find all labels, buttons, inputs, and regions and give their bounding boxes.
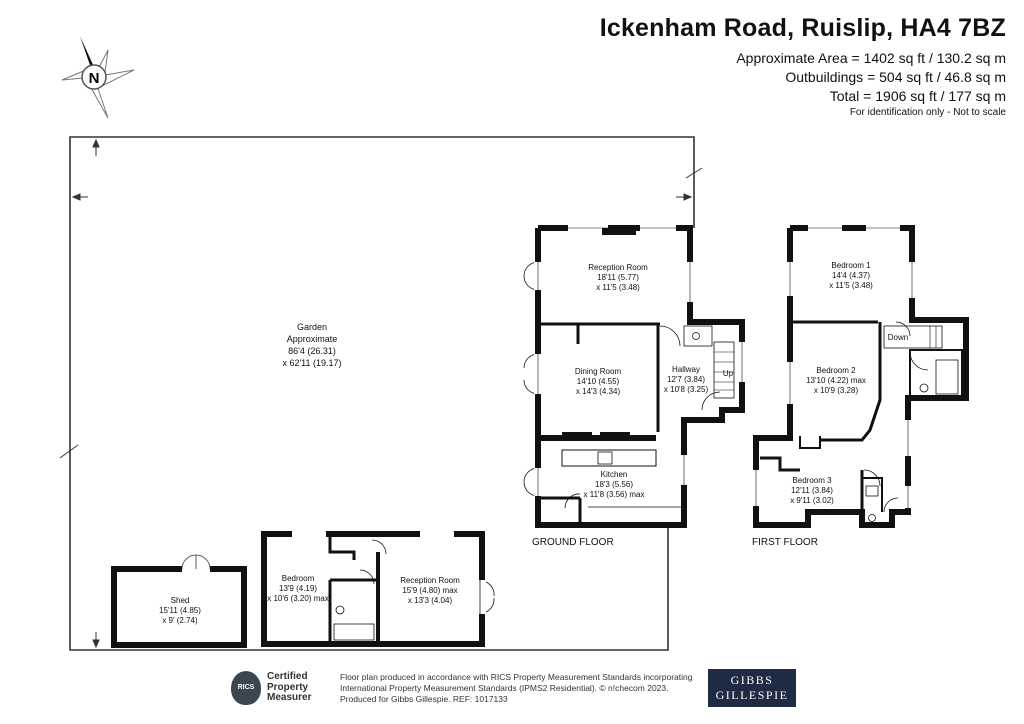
dimension-arrows [59,138,703,649]
area-total: Total = 1906 sq ft / 177 sq m [829,88,1006,104]
rics-text-line: Measurer [267,692,312,703]
footer-line: Floor plan produced in accordance with R… [340,672,693,682]
shed [111,554,247,648]
first-floor-label: FIRST FLOOR [752,537,818,548]
ff-stairs-down: Down [888,333,908,342]
rics-certified-badge: RICS Certified Property Measurer [231,671,335,707]
compass-letter: N [89,70,100,87]
area-approximate: Approximate Area = 1402 sq ft / 130.2 sq… [736,50,1006,66]
annex-outbuilding [261,530,495,647]
area-outbuildings: Outbuildings = 504 sq ft / 46.8 sq m [785,69,1006,85]
garden-boundary [69,136,695,651]
gibbs-gillespie-logo: GIBBS GILLESPIE [708,669,796,707]
rics-text-line: Property [267,681,309,693]
identification-note: For identification only - Not to scale [849,107,1006,118]
gf-stairs-up: Up [723,369,734,378]
ground-floor-chimneys [562,228,636,440]
first-floor-window-panes [755,227,913,508]
footer-line: International Property Measurement Stand… [340,683,669,693]
footer-disclaimer: Floor plan produced in accordance with R… [340,672,692,705]
footer-line: Produced for Gibbs Gillespie. REF: 10171… [340,694,508,704]
brand-line: GILLESPIE [715,688,789,702]
rics-text-line: Certified [267,671,308,682]
property-title: Ickenham Road, Ruislip, HA4 7BZ [599,14,1006,42]
ground-floor-label: GROUND FLOOR [532,537,614,548]
rics-logo: RICS [231,671,261,705]
ground-floor-window-panes [537,227,743,496]
compass-icon: N [61,36,135,119]
brand-line: GIBBS [730,673,774,687]
